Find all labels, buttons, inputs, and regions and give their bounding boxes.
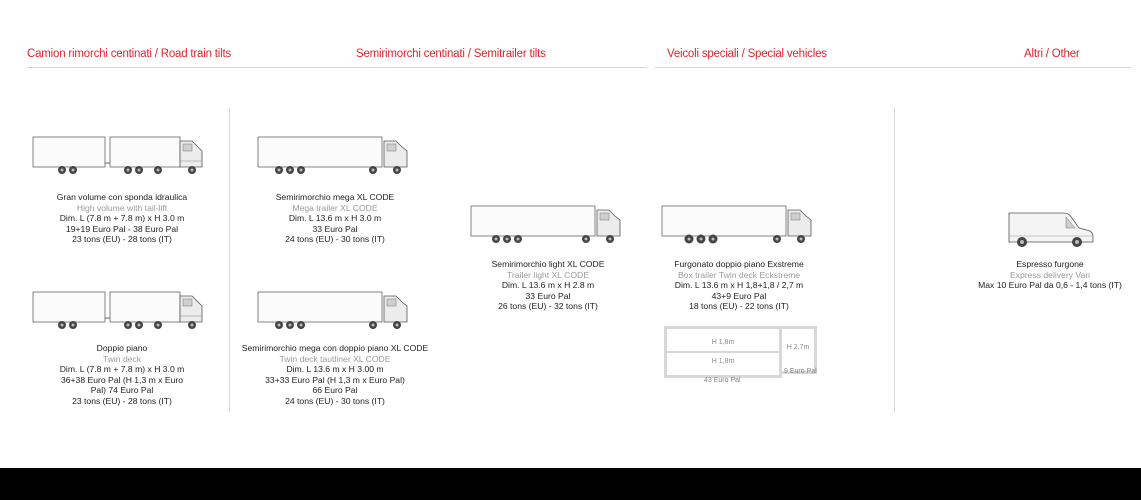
vehicle-title: Semirimorchio mega con doppio piano XL C… xyxy=(241,343,429,353)
section-header-semitrailer[interactable]: Semirimorchi centinati / Semitrailer til… xyxy=(356,48,546,60)
header-divider-left xyxy=(27,67,647,68)
deck-side-box: H 2,7m xyxy=(779,326,817,374)
column-divider xyxy=(229,108,230,412)
vehicle-pallets: 36+38 Euro Pal (H 1,3 m x Euro xyxy=(60,374,184,385)
vehicle-dimensions: Dim. L 13.6 m x H 2.8 m xyxy=(501,280,595,291)
vehicle-weight: 23 tons (EU) - 28 tons (IT) xyxy=(72,234,172,245)
section-header-road-train[interactable]: Camion rimorchi centinati / Road train t… xyxy=(27,48,232,60)
deck-main-caption: 43 Euro Pal xyxy=(704,377,741,384)
vehicle-pallets: 66 Euro Pal xyxy=(312,385,358,396)
section-header-special[interactable]: Veicoli speciali / Special vehicles xyxy=(667,48,827,60)
deck-lower-label: H 1,8m xyxy=(711,358,735,365)
road-train-icon xyxy=(32,136,203,174)
vehicle-card-high-volume: Gran volume con sponda idraulica High vo… xyxy=(27,192,217,245)
vehicle-card-van: Espresso furgone Express delivery Van Ma… xyxy=(960,259,1140,291)
section-header-other[interactable]: Altri / Other xyxy=(1024,48,1080,60)
vehicle-title: Semirimorchio mega XL CODE xyxy=(275,192,395,202)
deck-side-caption: 9 Euro Pal xyxy=(784,368,817,375)
deck-upper-label: H 1,8m xyxy=(711,339,735,346)
semitrailer-truck-icon xyxy=(257,136,408,174)
vehicle-dimensions: Dim. L 13.6 m x H 3.0 m xyxy=(288,213,382,224)
box-trailer-truck-icon xyxy=(661,205,812,244)
footer-bar xyxy=(0,468,1141,500)
vehicle-dimensions: Dim. L 13.6 m x H 1,8+1,8 / 2,7 m xyxy=(674,280,804,291)
vehicle-pallets: 33 Euro Pal xyxy=(525,290,571,301)
vehicle-pallets: 43+9 Euro Pal xyxy=(711,290,767,301)
vehicle-weight: 18 tons (EU) - 22 tons (IT) xyxy=(689,301,789,312)
vehicle-title: Gran volume con sponda idraulica xyxy=(56,192,188,202)
vehicle-dimensions: Dim. L (7.8 m + 7.8 m) x H 3.0 m xyxy=(59,213,185,224)
deck-side-label: H 2,7m xyxy=(786,344,810,351)
vehicle-dimensions: Dim. L 13.6 m x H 3.00 m xyxy=(286,364,384,375)
semitrailer-truck-icon xyxy=(257,291,408,329)
vehicle-weight: 26 tons (EU) - 32 tons (IT) xyxy=(498,301,598,312)
deck-main-box: H 1,8m H 1,8m xyxy=(664,326,782,378)
vehicle-weight: 24 tons (EU) - 30 tons (IT) xyxy=(285,234,385,245)
vehicle-subtitle: Mega trailer XL CODE xyxy=(292,202,378,213)
vehicle-card-mega-trailer: Semirimorchio mega XL CODE Mega trailer … xyxy=(240,192,430,245)
vehicle-subtitle: High volume with tail-lift xyxy=(76,202,168,213)
vehicle-dimensions: Max 10 Euro Pal da 0,6 - 1,4 tons (IT) xyxy=(978,280,1122,291)
vehicle-title: Semirimorchio light XL CODE xyxy=(491,259,605,269)
vehicle-subtitle: Box trailer Twin deck Eckstreme xyxy=(677,269,801,280)
vehicle-card-twin-deck: Doppio piano Twin deck Dim. L (7.8 m + 7… xyxy=(27,343,217,407)
road-train-icon xyxy=(32,291,203,329)
deck-divider xyxy=(667,351,779,353)
header-divider-right xyxy=(655,67,1131,68)
vehicle-card-box-trailer: Furgonato doppio piano Exstreme Box trai… xyxy=(644,259,834,312)
vehicle-title: Doppio piano xyxy=(96,343,148,353)
vehicle-weight: 23 tons (EU) - 28 tons (IT) xyxy=(72,395,172,406)
vehicle-pallets: 33 Euro Pal xyxy=(312,223,358,234)
vehicle-title: Espresso furgone xyxy=(1016,259,1084,269)
vehicle-subtitle: Twin deck xyxy=(102,353,142,364)
vehicle-card-twin-deck-tautliner: Semirimorchio mega con doppio piano XL C… xyxy=(236,343,434,407)
vehicle-pallets: 33+33 Euro Pal (H 1,3 m x Euro Pal) xyxy=(265,374,405,385)
vehicle-dimensions: Dim. L (7.8 m + 7.8 m) x H 3.0 m xyxy=(59,364,185,375)
van-icon xyxy=(1008,212,1094,247)
vehicle-pallets: Pal) 74 Euro Pal xyxy=(90,385,154,396)
vehicle-subtitle: Trailer light XL CODE xyxy=(507,269,589,280)
vehicle-card-light-trailer: Semirimorchio light XL CODE Trailer ligh… xyxy=(453,259,643,312)
column-divider xyxy=(894,108,895,412)
semitrailer-truck-icon xyxy=(470,205,621,243)
vehicle-subtitle: Twin deck tautliner XL CODE xyxy=(279,353,391,364)
vehicle-subtitle: Express delivery Van xyxy=(1009,269,1091,280)
vehicle-title: Furgonato doppio piano Exstreme xyxy=(674,259,804,269)
vehicle-pallets: 19+19 Euro Pal - 38 Euro Pal xyxy=(65,223,179,234)
vehicle-weight: 24 tons (EU) - 30 tons (IT) xyxy=(285,395,385,406)
